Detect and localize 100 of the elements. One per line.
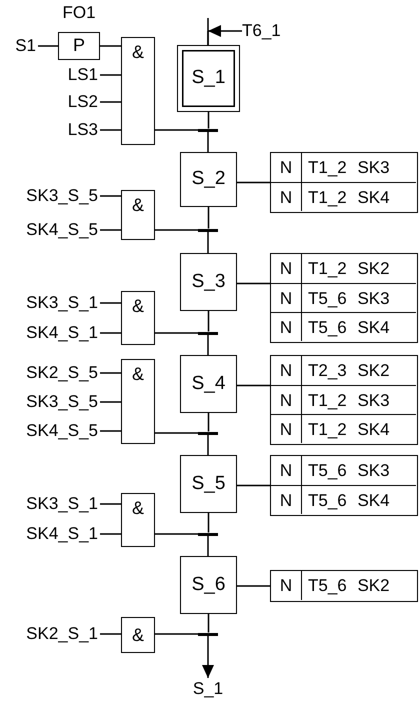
connector-line — [100, 372, 121, 374]
transition-bar — [198, 632, 218, 636]
signal-label: SK3_S_5 — [0, 391, 100, 413]
connector-line — [100, 332, 121, 334]
connector-line — [100, 45, 121, 47]
connector-line — [100, 195, 121, 197]
action-qualifier: N — [271, 486, 302, 514]
action-name: T2_3 SK2 — [307, 360, 391, 382]
signal-label: SK4_S_1 — [0, 322, 100, 344]
connector-line — [207, 536, 209, 556]
signal-label: LS1 — [0, 64, 100, 86]
connector-line — [155, 229, 198, 231]
action-name: T5_6 SK4 — [307, 490, 391, 512]
connector-line — [155, 533, 198, 535]
action-qualifier: N — [271, 456, 302, 485]
connector-line — [237, 585, 270, 587]
connector-line — [208, 413, 210, 432]
transition-bar — [198, 228, 218, 232]
action-qualifier: N — [271, 254, 302, 283]
signal-label: S1 — [4, 35, 38, 57]
action-qualifier: N — [271, 386, 302, 414]
action-name: T5_6 SK3 — [307, 288, 391, 310]
step-box: S_4 — [180, 355, 237, 413]
signal-label: SK2_S_1 — [0, 623, 100, 645]
action-qualifier: N — [271, 153, 302, 182]
step-box: S_6 — [180, 556, 237, 614]
signal-label: SK2_S_5 — [0, 362, 100, 384]
action-qualifier: N — [271, 284, 302, 312]
connector-line — [155, 129, 198, 131]
connector-line — [237, 182, 270, 184]
connector-line — [207, 232, 209, 253]
step-box: S_2 — [180, 152, 237, 207]
block-instance-name: FO1 — [61, 2, 97, 24]
signal-label: SK3_S_5 — [0, 185, 100, 207]
connector-line — [237, 484, 270, 486]
connector-line — [237, 282, 270, 284]
action-name: T1_2 SK2 — [307, 258, 391, 280]
and-gate: & — [121, 493, 155, 547]
arrow — [202, 636, 214, 678]
action-row — [271, 283, 416, 312]
step-box: S_3 — [180, 253, 237, 311]
action-row — [271, 485, 416, 514]
transition-bar — [198, 432, 218, 434]
connector-line — [155, 432, 198, 434]
action-row — [271, 414, 416, 443]
action-qualifier: N — [271, 571, 302, 600]
transition-bar — [198, 128, 218, 132]
pulse-block: P — [58, 32, 100, 60]
action-name: T1_2 SK3 — [307, 390, 391, 412]
signal-label: T6_1 — [242, 20, 292, 42]
action-qualifier: N — [271, 183, 302, 211]
connector-line — [38, 45, 58, 47]
connector-line — [100, 229, 121, 231]
connector-line — [100, 101, 121, 103]
signal-label: LS2 — [0, 91, 100, 113]
action-row — [271, 312, 416, 341]
signal-label: LS3 — [0, 119, 100, 141]
action-block — [270, 455, 418, 516]
action-name: T5_6 SK2 — [307, 575, 391, 597]
and-gate: & — [121, 291, 155, 345]
action-block — [270, 355, 418, 445]
transition-bar — [198, 332, 218, 334]
transition-bar — [198, 532, 218, 536]
signal-label: S_1 — [188, 678, 228, 700]
action-name: T1_2 SK4 — [307, 419, 391, 441]
and-gate: & — [121, 359, 155, 444]
action-row — [271, 182, 416, 211]
and-gate: & — [121, 617, 155, 653]
connector-line — [208, 207, 210, 228]
connector-line — [155, 633, 198, 635]
and-gate: & — [121, 190, 155, 240]
connector-line — [100, 430, 121, 432]
connector-line — [207, 132, 209, 152]
signal-label: SK4_S_1 — [0, 523, 100, 545]
action-name: T1_2 SK4 — [307, 187, 391, 209]
connector-line — [207, 18, 209, 45]
action-name: T1_2 SK3 — [307, 157, 391, 179]
action-block — [270, 253, 418, 343]
connector-line — [100, 503, 121, 505]
connector-line — [208, 311, 210, 332]
and-gate: & — [121, 37, 155, 145]
step-box: S_5 — [180, 455, 237, 513]
connector-line — [208, 112, 210, 128]
signal-label: SK3_S_1 — [0, 493, 100, 515]
initial-step-box: S_1 — [177, 45, 240, 112]
action-qualifier: N — [271, 415, 302, 443]
connector-line — [208, 614, 210, 632]
connector-line — [100, 401, 121, 403]
connector-line — [237, 384, 270, 386]
connector-line — [100, 633, 121, 635]
connector-line — [100, 74, 121, 76]
connector-line — [207, 334, 209, 355]
signal-label: SK3_S_1 — [0, 292, 100, 314]
action-name: T5_6 SK4 — [307, 317, 391, 339]
action-row — [271, 385, 416, 414]
connector-line — [100, 302, 121, 304]
action-qualifier: N — [271, 356, 302, 385]
signal-label: SK4_S_5 — [0, 219, 100, 241]
action-name: T5_6 SK3 — [307, 460, 391, 482]
connector-line — [100, 129, 121, 131]
